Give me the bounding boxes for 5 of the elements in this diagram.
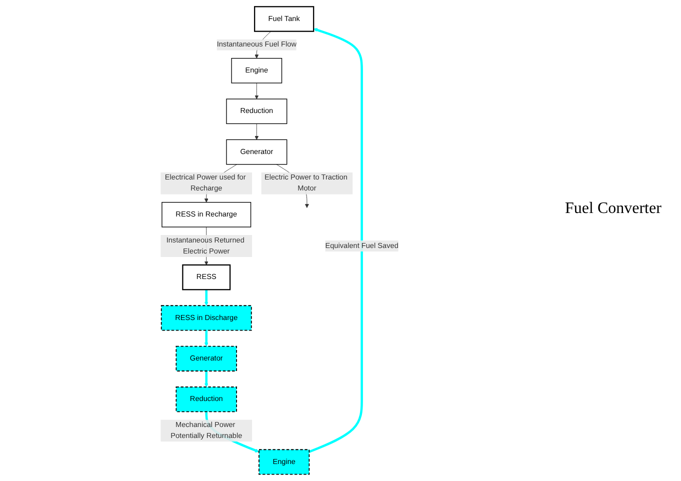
group-label: Fuel Converter — [565, 200, 662, 218]
arrow — [204, 371, 209, 388]
arrow — [204, 330, 209, 346]
arrow — [204, 290, 209, 306]
arrow — [309, 28, 364, 453]
